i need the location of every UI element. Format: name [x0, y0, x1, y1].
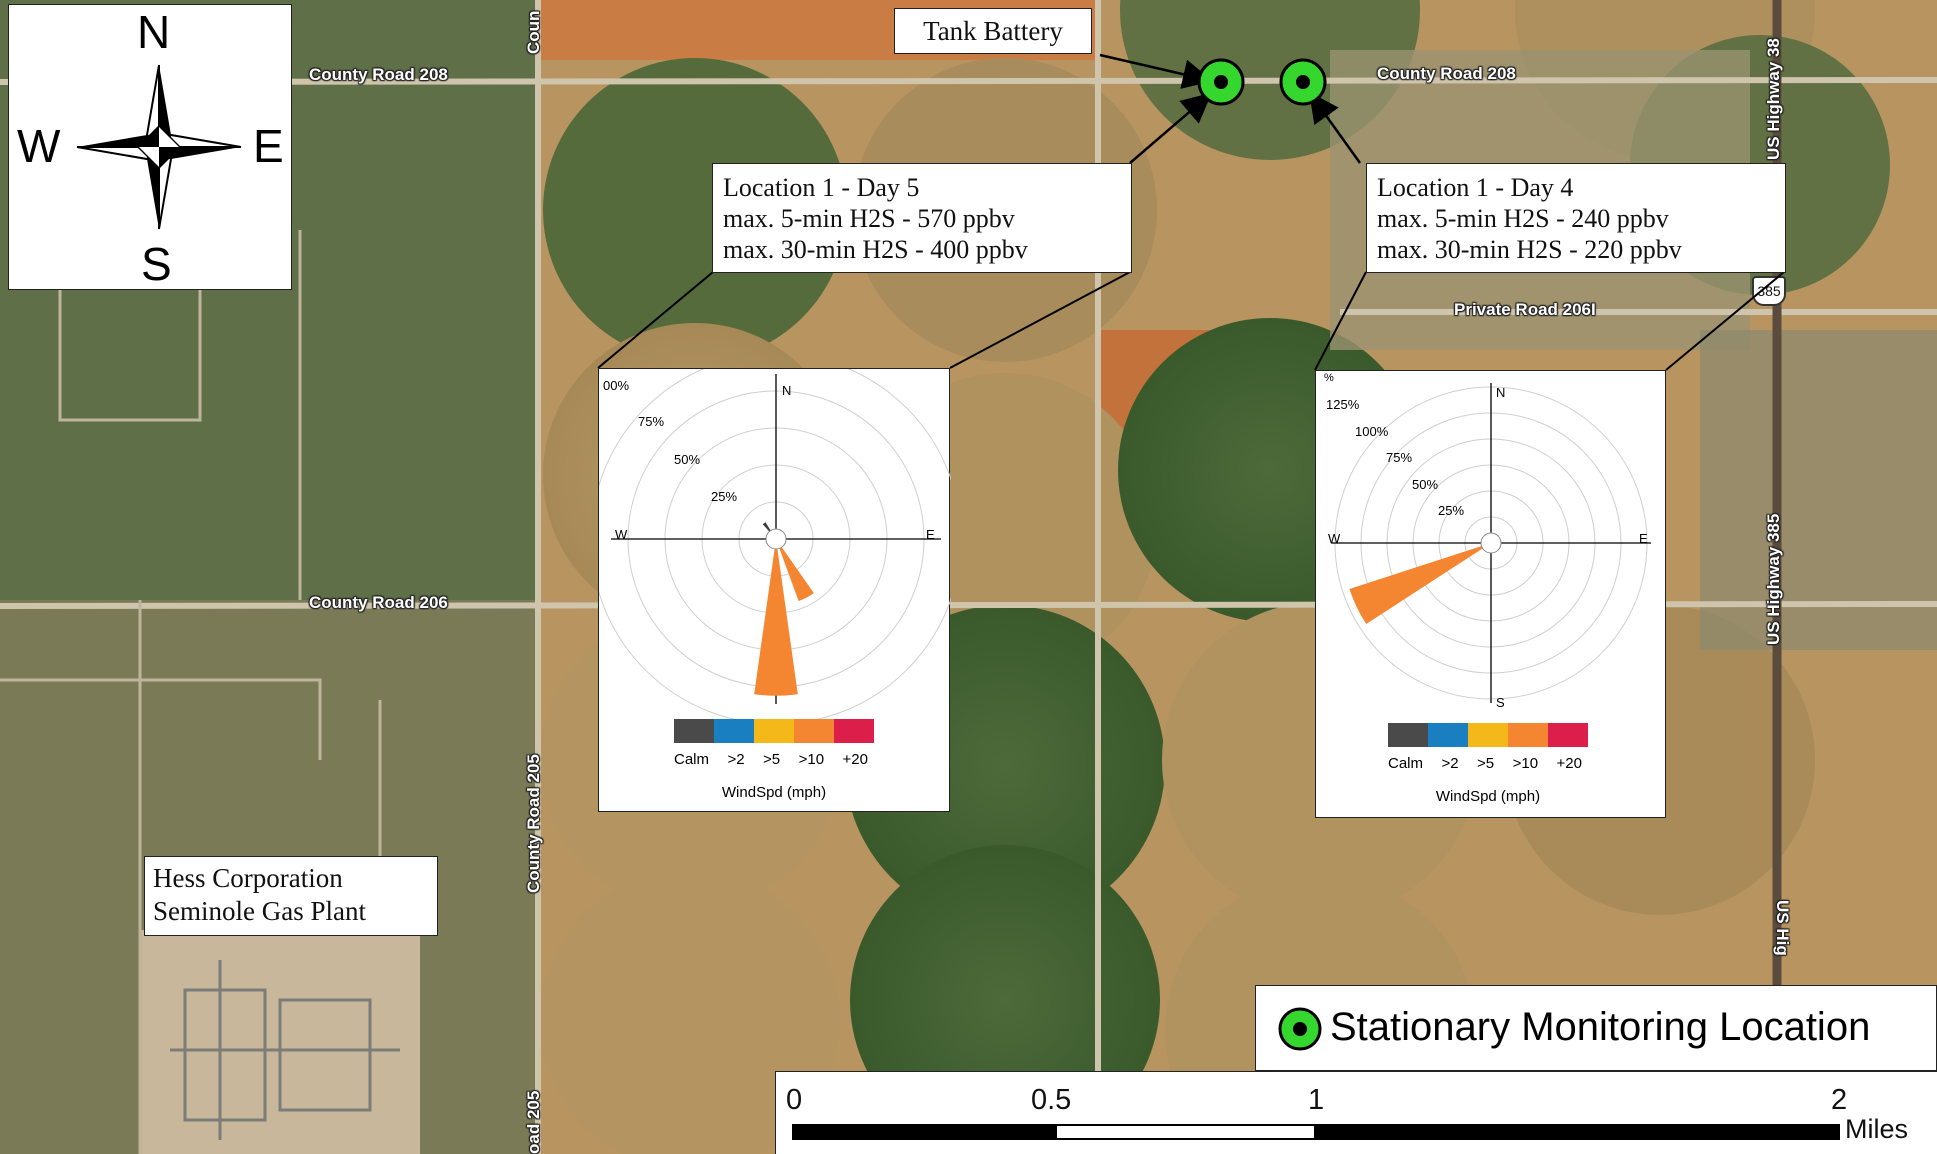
rose-petal-0: [754, 539, 798, 696]
rose4-ring-125: 125%: [1326, 397, 1360, 412]
legend-gt20: +20: [1556, 755, 1582, 772]
legend-swatch-2: [1428, 723, 1468, 747]
road-label-cr208-right: County Road 208: [1377, 64, 1516, 83]
legend-gt10: >10: [798, 751, 825, 768]
legend-swatch-2: [714, 719, 754, 743]
legend-swatch-20: [834, 719, 874, 743]
rose4-ring-50: 50%: [1412, 477, 1439, 492]
road-label-cr208-left: County Road 208: [309, 65, 448, 84]
legend-title: WindSpd (mph): [721, 784, 827, 801]
wind-rose-day4-plot: [1331, 383, 1651, 703]
wind-rose-day4: 25% 50% 75% 100% 125% % N S W E Calm >2 …: [1315, 370, 1666, 818]
compass-n: N: [137, 6, 171, 58]
legend-gt5: >5: [1477, 755, 1495, 772]
rose4-dir-e: E: [1639, 531, 1648, 546]
legend-gt10: >10: [1512, 755, 1539, 772]
scale-seg-3: [1316, 1124, 1840, 1140]
rose4-ring-25: 25%: [1438, 503, 1465, 518]
scale-tick-1: 1: [1308, 1084, 1325, 1116]
legend-calm: Calm: [1388, 755, 1424, 772]
legend-swatch-10: [1508, 723, 1548, 747]
hess-line1: Hess Corporation: [153, 863, 343, 893]
tank-battery-text: Tank Battery: [923, 16, 1063, 46]
map-legend: Stationary Monitoring Location: [1255, 985, 1937, 1071]
day5-max5: max. 5-min H2S - 570 ppbv: [723, 204, 1015, 233]
rose5-dir-w: W: [615, 527, 628, 542]
rose4-dir-s: S: [1496, 695, 1505, 710]
legend-swatch-5: [1468, 723, 1508, 747]
legend-calm: Calm: [674, 751, 710, 768]
rose-petal-1: [776, 539, 814, 602]
road-label-cr206: County Road 206: [309, 593, 448, 612]
rose4-ring-100: 100%: [1355, 424, 1389, 439]
tank-battery-label: Tank Battery: [894, 8, 1092, 54]
road-label-private-206i: Private Road 206I: [1454, 300, 1596, 319]
day4-title: Location 1 - Day 4: [1377, 173, 1574, 202]
legend-swatch-calm: [1388, 723, 1428, 747]
monitoring-marker-day5[interactable]: [1197, 58, 1245, 106]
day5-max30: max. 30-min H2S - 400 ppbv: [723, 235, 1028, 264]
scale-tick-2: 2: [1831, 1084, 1848, 1116]
legend-gt2: >2: [727, 751, 745, 768]
callout-day4: Location 1 - Day 4 max. 5-min H2S - 240 …: [1366, 163, 1786, 273]
north-arrow-compass: N S W E: [8, 4, 292, 290]
rose5-ring-50: 50%: [674, 452, 701, 467]
rose5-ring-25: 25%: [711, 489, 738, 504]
rose4-ring-150: %: [1324, 372, 1334, 384]
compass-s: S: [141, 238, 172, 290]
rose5-ring-100: 00%: [603, 378, 630, 393]
rose5-ring-75: 75%: [638, 414, 665, 429]
legend-gt20: +20: [842, 751, 868, 768]
compass-rose-icon: [76, 64, 242, 230]
legend-swatch-5: [754, 719, 794, 743]
hess-line2: Seminole Gas Plant: [153, 896, 366, 926]
legend-swatch-20: [1548, 723, 1588, 747]
day5-title: Location 1 - Day 5: [723, 173, 920, 202]
hess-plant-label: Hess Corporation Seminole Gas Plant: [144, 856, 438, 936]
legend-swatch-calm: [674, 719, 714, 743]
rose-center: [1480, 532, 1502, 554]
monitoring-location-icon: [1278, 1007, 1322, 1051]
legend-swatch-10: [794, 719, 834, 743]
scale-bar: 0 0.5 1 2 Miles: [775, 1071, 1937, 1154]
legend-gt2: >2: [1441, 755, 1459, 772]
wind-rose-day5: 25% 50% 75% 00% N W E Calm >2 >5 >10 +20…: [598, 368, 951, 812]
rose-center: [765, 528, 787, 550]
highway-shield: 385: [1752, 276, 1786, 306]
rose4-ring-75: 75%: [1386, 450, 1413, 465]
scale-unit: Miles: [1845, 1114, 1909, 1144]
scale-tick-0: 0: [786, 1084, 803, 1116]
legend-monitoring-label: Stationary Monitoring Location: [1330, 1005, 1871, 1049]
rose4-dir-n: N: [1496, 385, 1506, 400]
monitoring-marker-day4[interactable]: [1279, 58, 1327, 106]
callout-day5: Location 1 - Day 5 max. 5-min H2S - 570 …: [712, 163, 1132, 273]
scale-seg-2: [1055, 1124, 1316, 1140]
rose-petal-0: [1349, 543, 1491, 625]
day4-max5: max. 5-min H2S - 240 ppbv: [1377, 204, 1669, 233]
legend-title: WindSpd (mph): [1435, 788, 1541, 805]
scale-seg-1: [792, 1124, 1055, 1140]
scale-tick-0-5: 0.5: [1031, 1084, 1072, 1116]
rose5-dir-e: E: [926, 527, 935, 542]
compass-w: W: [17, 120, 61, 172]
rose4-legend: Calm >2 >5 >10 +20 WindSpd (mph): [1388, 723, 1588, 805]
legend-gt5: >5: [763, 751, 781, 768]
rose5-dir-n: N: [782, 383, 792, 398]
rose4-dir-w: W: [1328, 531, 1341, 546]
day4-max30: max. 30-min H2S - 220 ppbv: [1377, 235, 1682, 264]
compass-e: E: [253, 120, 284, 172]
rose5-legend: Calm >2 >5 >10 +20 WindSpd (mph): [674, 719, 874, 801]
